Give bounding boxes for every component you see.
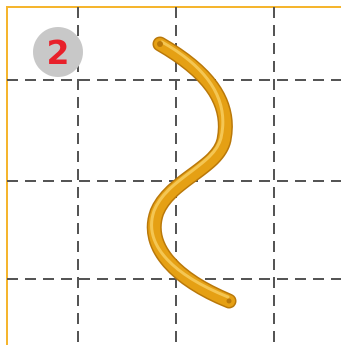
stroke-start-dot [157,41,163,47]
step-number-badge: 2 [33,27,83,77]
step-number: 2 [47,36,70,69]
stroke-end-dot [227,299,232,304]
